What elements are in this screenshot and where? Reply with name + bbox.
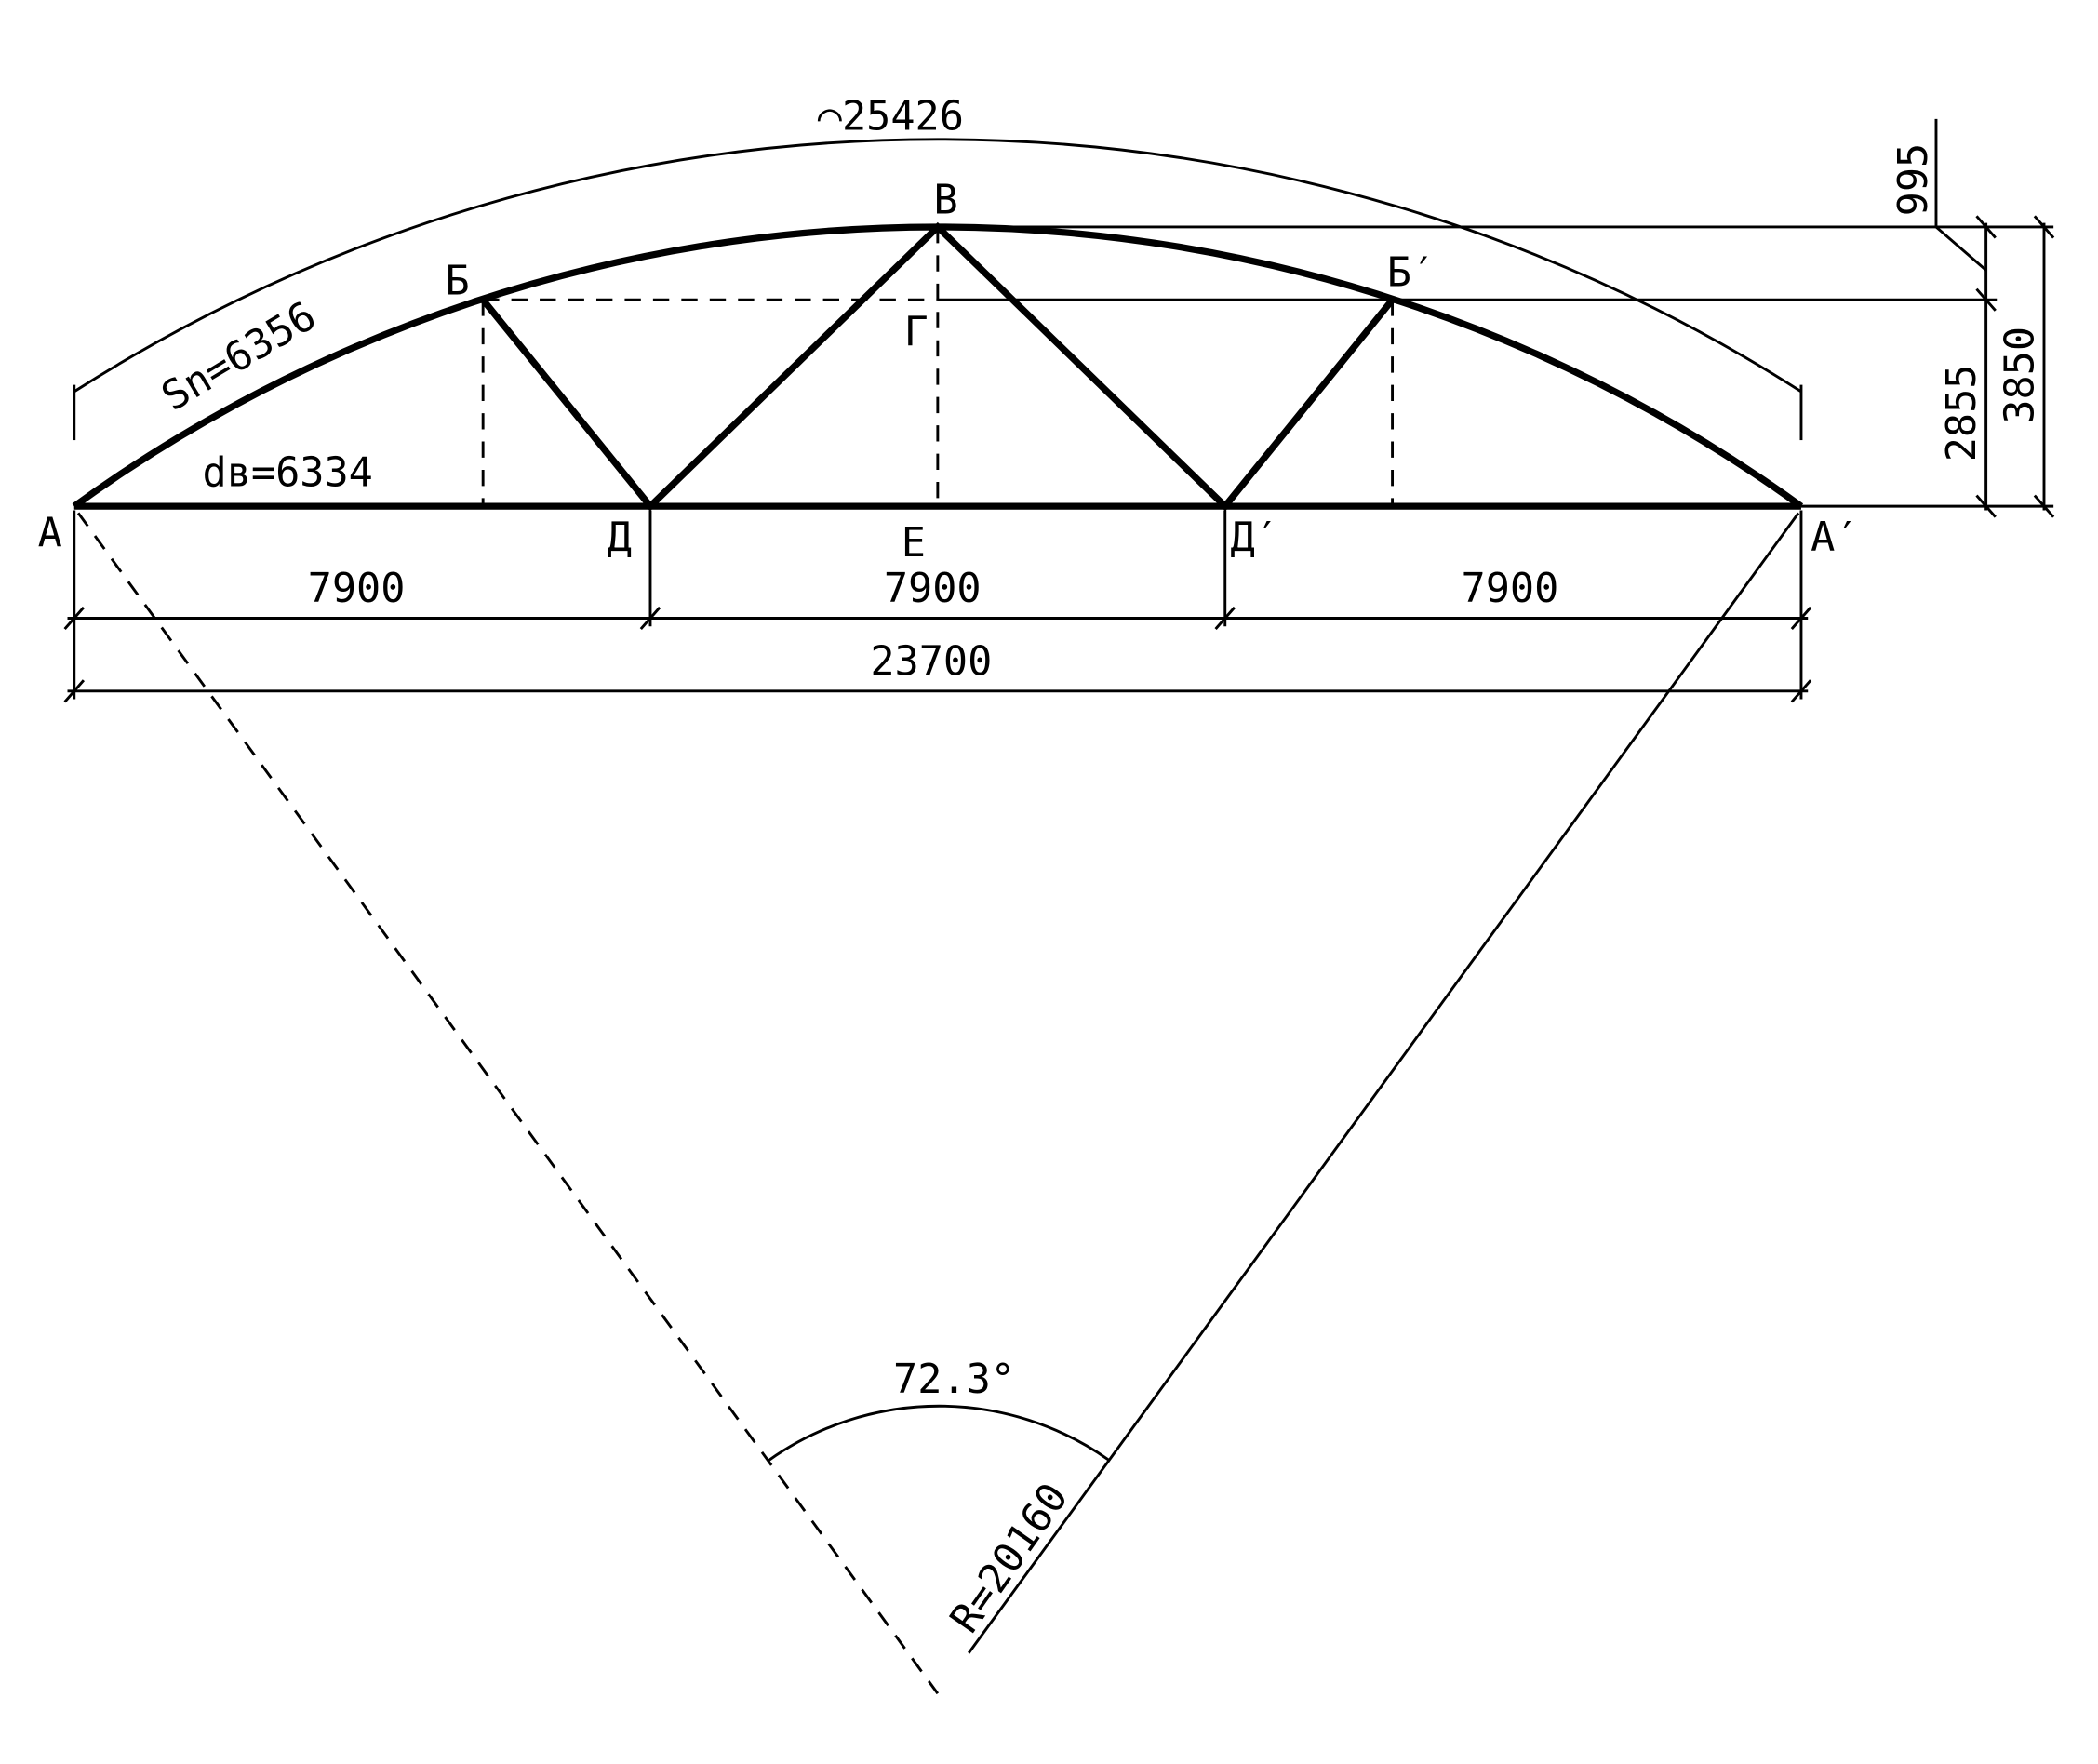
radius-line	[968, 512, 1800, 1654]
dim-2855-tick-bottom	[1975, 494, 1997, 518]
dim-tick	[1790, 606, 1812, 631]
label-point-b-prime: Б′	[1387, 250, 1436, 297]
angle-arc	[768, 1404, 1110, 1462]
radius-label: R=20160	[942, 1475, 1077, 1641]
label-point-a: А	[38, 511, 62, 557]
arc-length-dimension-arc	[73, 138, 1802, 394]
dim-3850-tick-top	[2033, 215, 2055, 239]
dim-span-right: 7900	[1462, 566, 1559, 612]
dim-tick	[639, 606, 661, 631]
dim-3850-tick-bottom	[2033, 494, 2055, 518]
dim-span-mid: 7900	[884, 566, 982, 612]
dim-tick	[1790, 679, 1812, 703]
dim-2855-tick-mid	[1975, 287, 1997, 312]
label-point-b: Б	[446, 258, 470, 304]
label-point-e: Е	[902, 520, 926, 567]
dim-rise-partial: 2855	[1939, 365, 1985, 462]
label-point-d: Д	[608, 514, 632, 561]
label-point-a-prime: А′	[1811, 514, 1859, 561]
dim-tick	[63, 679, 86, 703]
dim-span-left: 7900	[308, 566, 406, 612]
dim-2855-tick-top	[1975, 215, 1997, 239]
label-point-g: Г	[904, 310, 929, 356]
label-point-v: В	[934, 177, 958, 223]
label-point-d-prime: Д′	[1231, 514, 1279, 561]
dim-tick	[63, 606, 86, 631]
dim-995-leader	[1935, 225, 1987, 272]
arc-length-label: ⌒25426	[818, 94, 964, 140]
dim-span-total: 23700	[870, 638, 992, 685]
angle-label: 72.3°	[893, 1356, 1015, 1403]
chord-label: dв=6334	[203, 449, 373, 496]
dim-rise-diff: 995	[1891, 143, 1937, 217]
dim-tick	[1214, 606, 1236, 631]
dim-rise-total: 3850	[1997, 327, 2043, 424]
